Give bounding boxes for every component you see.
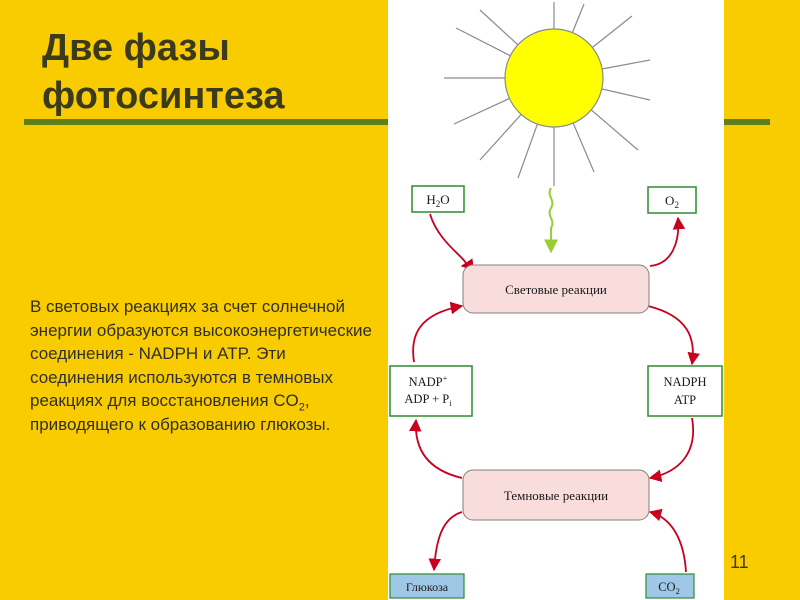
reaction-arrows bbox=[408, 213, 700, 573]
diagram-panel: Световые реакции Темновые реакции H2O O2… bbox=[388, 0, 724, 600]
arrow-light-to-nadph bbox=[647, 305, 700, 366]
body-text-part1: В световых реакциях за счет солнечной эн… bbox=[30, 297, 372, 410]
sun-disc bbox=[504, 28, 604, 128]
arrow-light-to-oxygen bbox=[649, 216, 686, 267]
title-line-1: Две фазы bbox=[42, 27, 230, 69]
arrow-water-to-light bbox=[429, 213, 475, 271]
title-line-2: фотосинтеза bbox=[42, 75, 285, 117]
light-reactions-box: Световые реакции bbox=[462, 264, 650, 314]
slide-title: Две фазы фотосинтеза bbox=[42, 24, 382, 120]
arrow-nadph-to-dark bbox=[648, 417, 694, 482]
glucose-box: Глюкоза bbox=[389, 573, 465, 599]
nadph-atp-box: NADPH ATP bbox=[647, 365, 723, 417]
light-reactions-label: Световые реакции bbox=[505, 282, 607, 297]
water-box: H2O bbox=[411, 185, 465, 213]
atp-label: ATP bbox=[674, 393, 696, 407]
arrow-nadp-to-light bbox=[412, 301, 464, 363]
nadph-label: NADPH bbox=[663, 375, 706, 389]
body-text-part2: , приводящего к образованию глюкозы. bbox=[30, 391, 331, 434]
adp-pi-label: ADP + Pi bbox=[404, 392, 452, 408]
body-text-subscript: 2 bbox=[298, 401, 305, 414]
dark-reactions-box: Темновые реакции bbox=[462, 469, 650, 521]
water-label: H2O bbox=[426, 192, 449, 209]
dark-reactions-label: Темновые реакции bbox=[504, 488, 608, 503]
slide-body-text: В световых реакциях за счет солнечной эн… bbox=[30, 295, 380, 436]
sun-icon bbox=[444, 2, 651, 186]
nadp-label: NADP+ bbox=[409, 373, 448, 389]
co2-label: CO2 bbox=[658, 580, 680, 596]
glucose-label: Глюкоза bbox=[406, 580, 449, 594]
nadp-adp-box: NADP+ ADP + Pi bbox=[389, 365, 473, 417]
co2-box: CO2 bbox=[645, 573, 695, 599]
slide-number: 11 bbox=[730, 552, 749, 572]
oxygen-box: O2 bbox=[647, 186, 697, 214]
photosynthesis-diagram: Световые реакции Темновые реакции H2O O2… bbox=[389, 2, 723, 599]
oxygen-label: O2 bbox=[665, 193, 679, 210]
light-arrow bbox=[544, 187, 558, 254]
arrow-dark-to-nadp bbox=[408, 418, 463, 479]
arrow-co2-to-dark bbox=[648, 508, 687, 573]
arrow-dark-to-glucose bbox=[428, 511, 463, 572]
